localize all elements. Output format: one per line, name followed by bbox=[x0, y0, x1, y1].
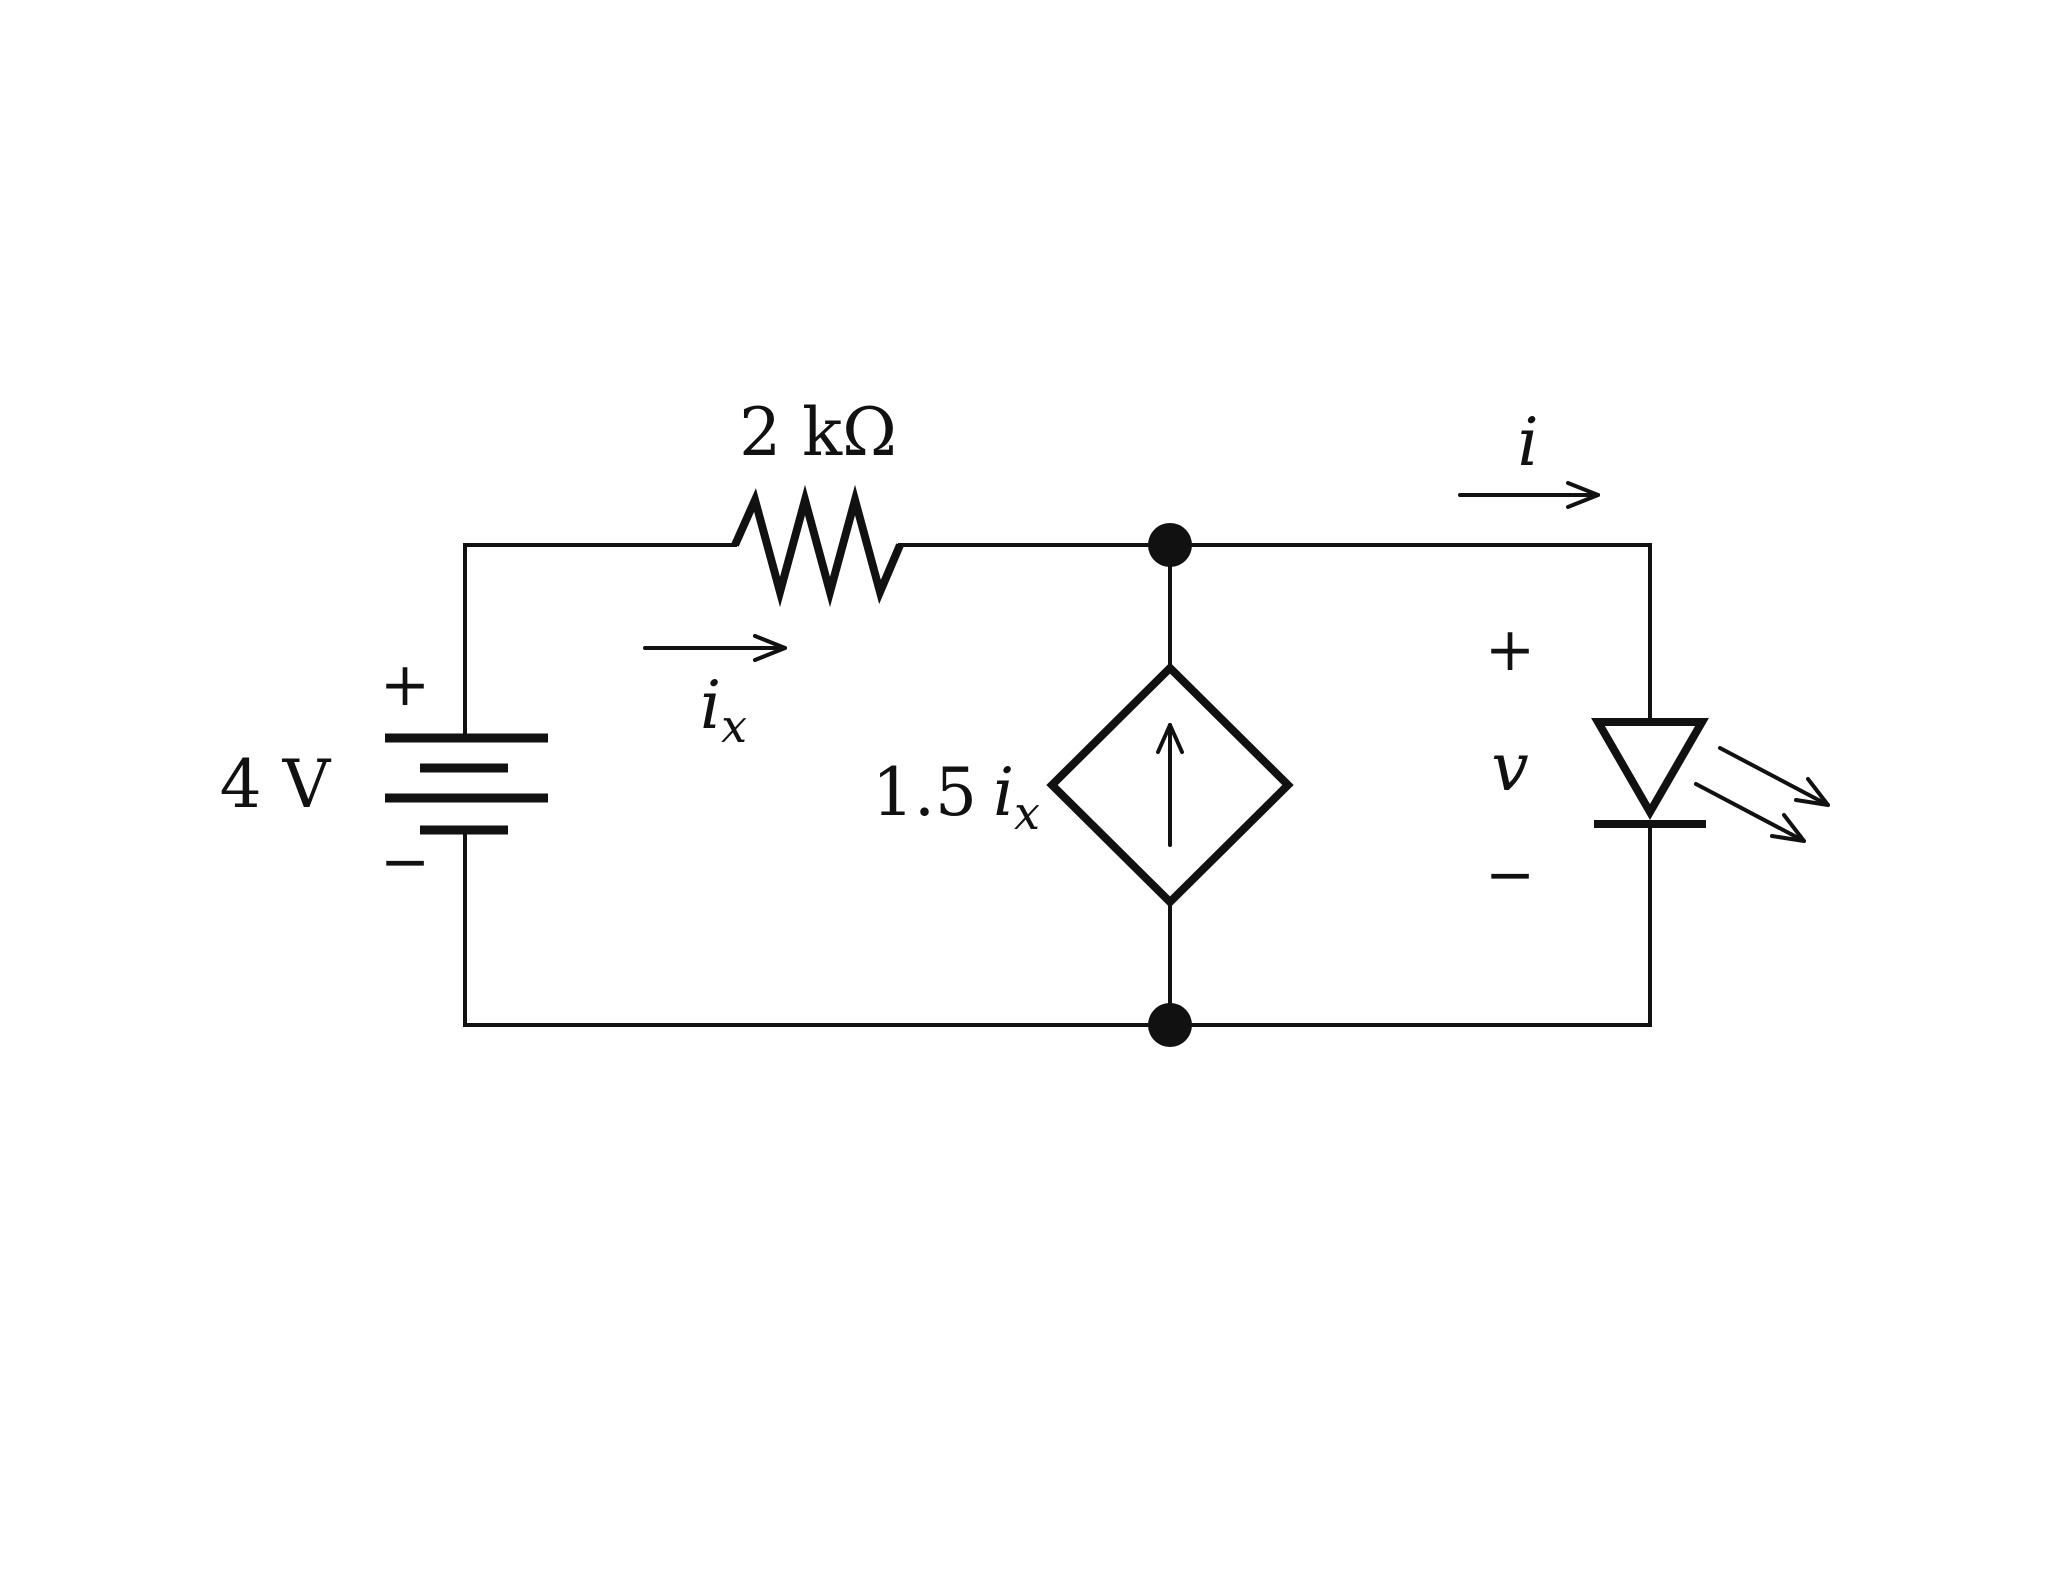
battery-plus-label: + bbox=[380, 650, 430, 720]
ix-subscript: x bbox=[721, 699, 747, 753]
led-voltage-symbol: v bbox=[1491, 729, 1528, 806]
dependent-source-subscript: x bbox=[1014, 786, 1040, 840]
wire-top-left bbox=[463, 543, 737, 717]
dependent-source-symbol: i bbox=[993, 754, 1014, 831]
ix-label: ix bbox=[700, 667, 747, 753]
i-arrow bbox=[1458, 481, 1600, 509]
ix-arrow bbox=[643, 634, 787, 662]
led bbox=[1591, 718, 1830, 843]
wire-top-middle bbox=[898, 543, 1652, 722]
battery-minus-label: − bbox=[380, 827, 430, 897]
battery-voltage-label: 4 V bbox=[220, 746, 332, 823]
led-voltage-plus: + bbox=[1485, 615, 1535, 685]
wire-battery-bottom bbox=[463, 823, 1652, 1027]
light-emission-icon bbox=[1694, 746, 1830, 843]
node-bottom bbox=[1148, 1003, 1192, 1047]
battery bbox=[385, 733, 548, 835]
ix-symbol: i bbox=[700, 667, 721, 744]
node-top bbox=[1148, 523, 1192, 567]
dependent-source-diamond bbox=[1046, 662, 1294, 908]
led-voltage-minus: − bbox=[1485, 840, 1535, 910]
led-triangle bbox=[1591, 718, 1709, 820]
i-label: i bbox=[1517, 404, 1538, 481]
dependent-current-source bbox=[1046, 662, 1294, 908]
resistor bbox=[731, 484, 904, 608]
resistor-label: 2 kΩ bbox=[739, 394, 897, 471]
source-arrow-head bbox=[1156, 723, 1184, 754]
dependent-source-coefficient: 1.5 bbox=[872, 754, 977, 831]
